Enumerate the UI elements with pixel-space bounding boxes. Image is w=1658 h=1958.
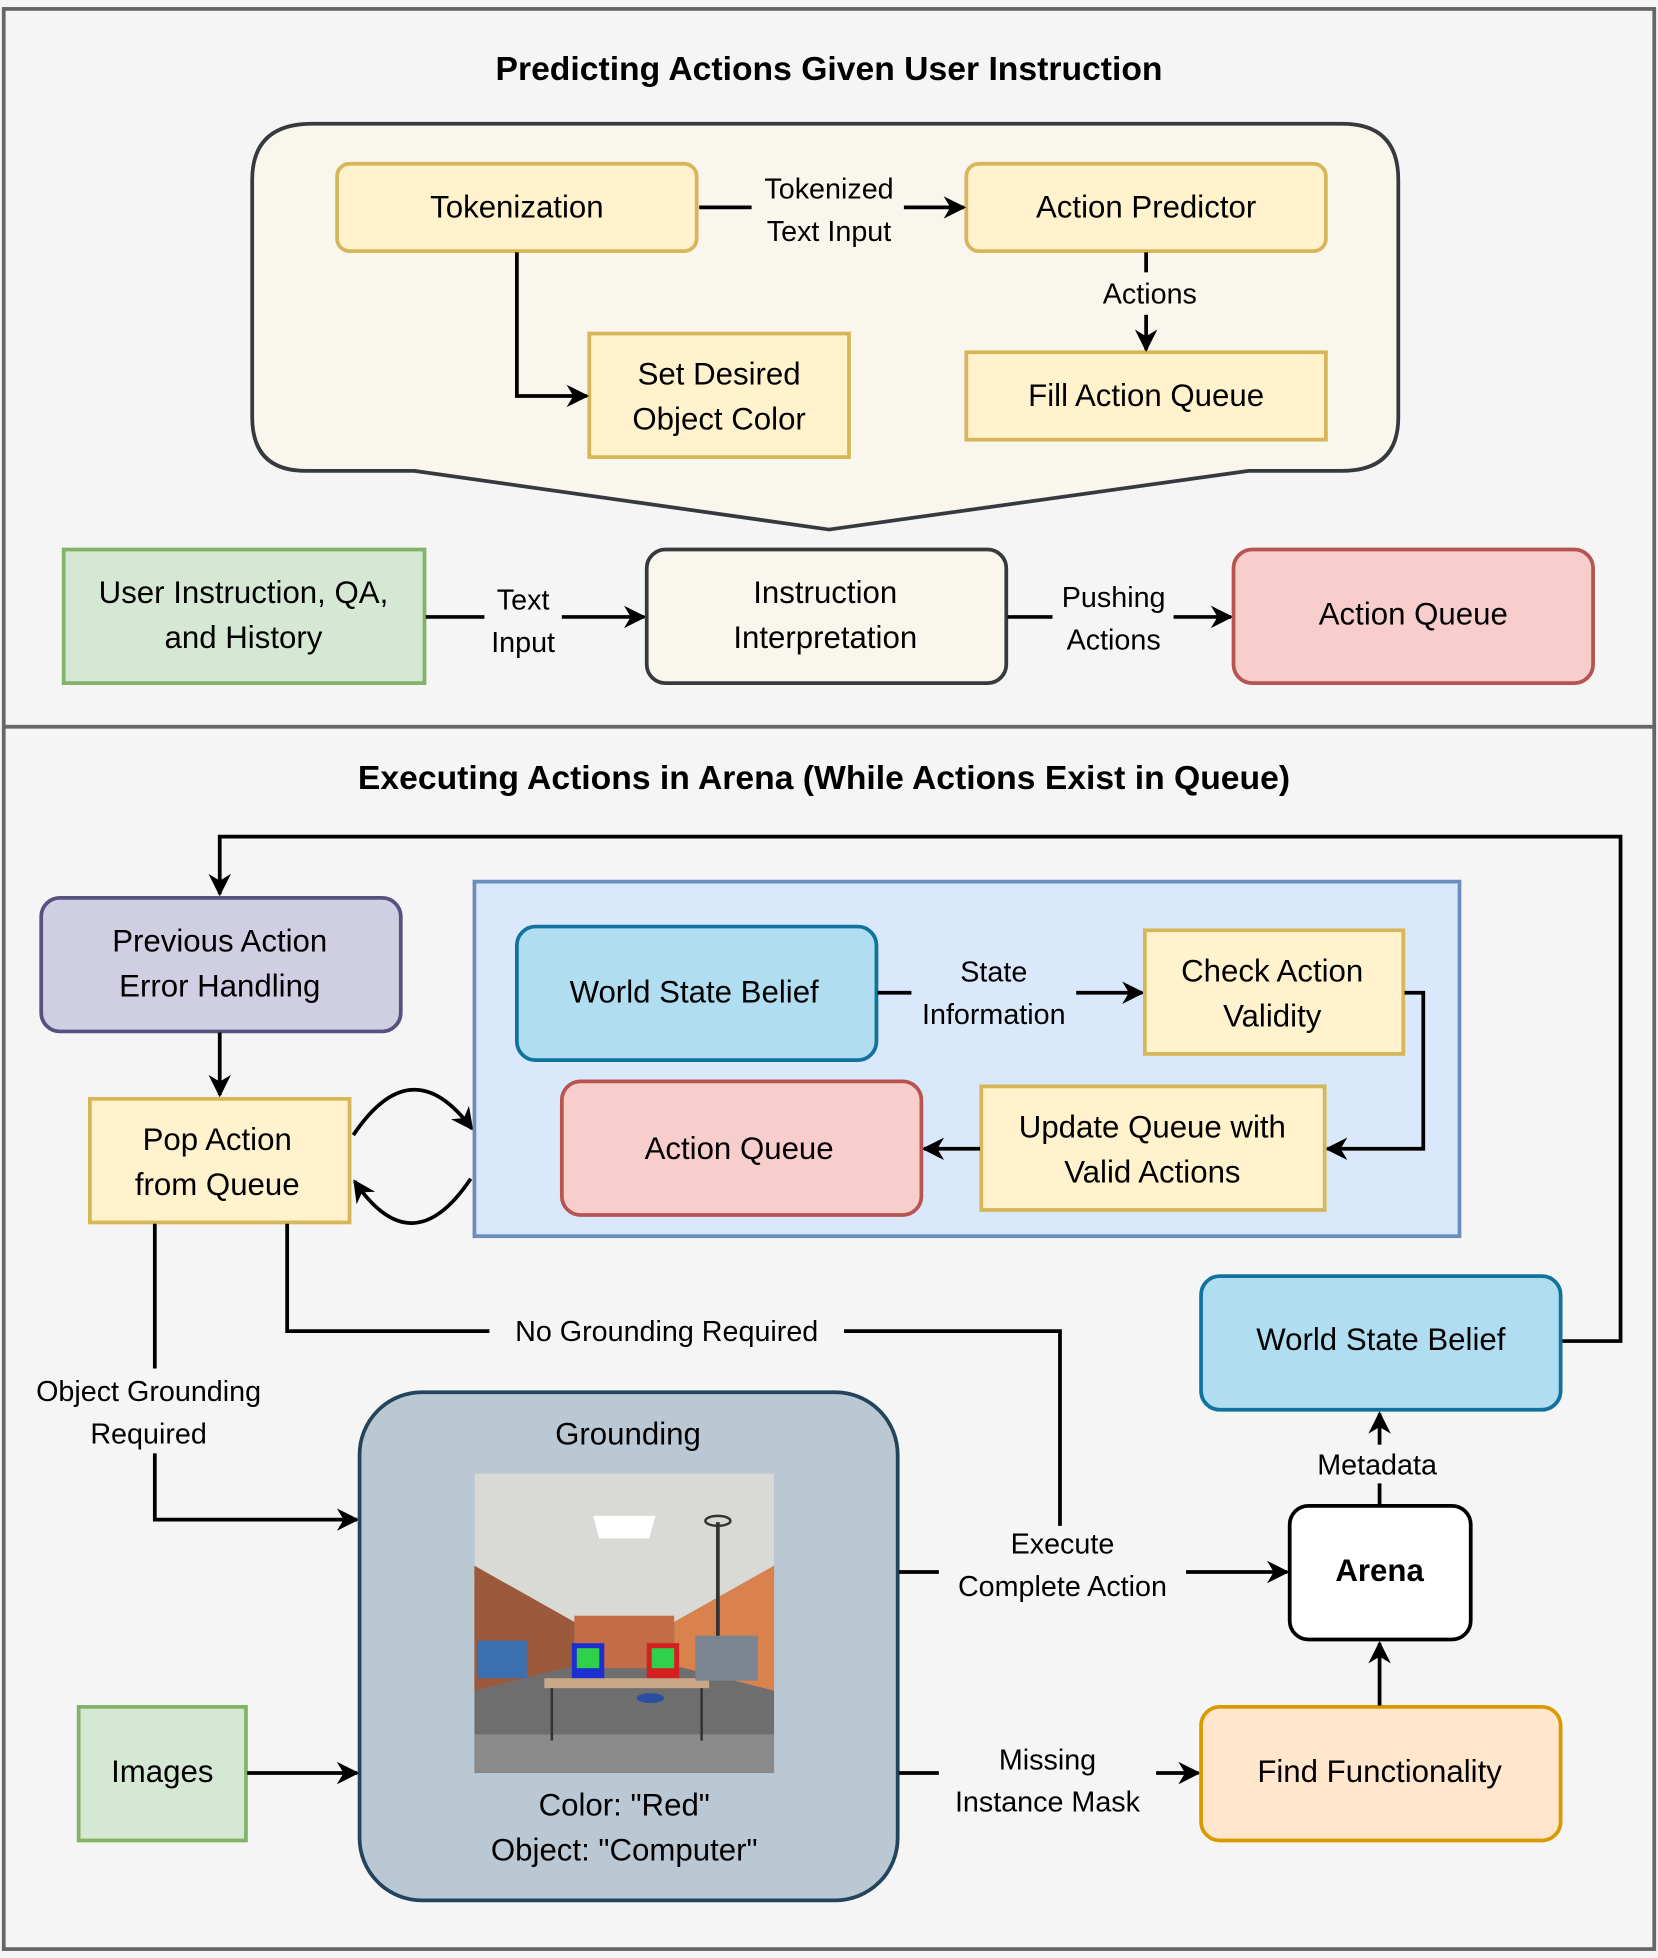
set-desired-color-node[interactable]: Set Desired Object Color xyxy=(587,331,851,460)
world-state-belief-outer-node[interactable]: World State Belief xyxy=(1199,1274,1563,1412)
missing-label-2: Instance Mask xyxy=(955,1787,1141,1819)
check-validity-node[interactable]: Check Action Validity xyxy=(1142,928,1406,1056)
world-state-outer-label: World State Belief xyxy=(1256,1322,1505,1357)
images-node[interactable]: Images xyxy=(76,1704,248,1843)
pushing-edge-label-1: Pushing xyxy=(1062,582,1166,614)
fill-queue-label: Fill Action Queue xyxy=(1028,378,1264,413)
grounding-node[interactable]: Grounding Color: "Red" Object: "Computer… xyxy=(357,1390,900,1903)
images-label: Images xyxy=(111,1754,213,1789)
bottom-section-title: Executing Actions in Arena (While Action… xyxy=(358,759,1290,797)
text-input-edge-label-2: Input xyxy=(491,627,555,659)
pop-action-node[interactable]: Pop Action from Queue xyxy=(88,1096,352,1225)
object-grounding-label-1: Object Grounding xyxy=(36,1376,261,1408)
action-queue-label: Action Queue xyxy=(1319,596,1508,631)
no-grounding-label: No Grounding Required xyxy=(515,1316,818,1348)
arena-scene-image xyxy=(474,1473,775,1774)
find-functionality-label: Find Functionality xyxy=(1257,1754,1502,1789)
pop-action-label-1: Pop Action xyxy=(143,1122,292,1157)
queue-to-pop-curve-edge xyxy=(353,1177,473,1225)
world-state-inner-label: World State Belief xyxy=(570,975,819,1010)
instruction-interpretation-label-2: Interpretation xyxy=(733,620,917,655)
update-queue-node[interactable]: Update Queue with Valid Actions xyxy=(979,1084,1327,1212)
no-grounding-edge-a xyxy=(285,1223,490,1333)
prev-error-label-2: Error Handling xyxy=(119,968,320,1003)
action-queue-inner-node[interactable]: Action Queue xyxy=(559,1079,924,1217)
instruction-interpretation-node[interactable]: Instruction Interpretation xyxy=(644,547,1009,685)
instruction-interpretation-label-1: Instruction xyxy=(753,575,897,610)
tokenization-to-color-edge xyxy=(515,252,590,408)
set-color-label-1: Set Desired xyxy=(638,357,801,392)
user-instruction-label-1: User Instruction, QA, xyxy=(99,575,389,610)
state-info-label-2: Information xyxy=(922,999,1066,1031)
update-queue-label-1: Update Queue with xyxy=(1019,1110,1286,1145)
check-validity-label-2: Validity xyxy=(1223,998,1322,1033)
user-instruction-node[interactable]: User Instruction, QA, and History xyxy=(61,547,427,685)
state-info-label-1: State xyxy=(960,956,1027,988)
action-queue-inner-label: Action Queue xyxy=(645,1131,834,1166)
object-grounding-edge-b xyxy=(152,1453,360,1531)
set-color-label-2: Object Color xyxy=(632,402,805,437)
tokenization-node[interactable]: Tokenization xyxy=(335,161,699,254)
execute-label-1: Execute xyxy=(1011,1528,1115,1560)
actions-edge-label: Actions xyxy=(1103,279,1197,311)
object-grounding-label-2: Required xyxy=(90,1418,206,1450)
pop-action-label-2: from Queue xyxy=(135,1167,300,1202)
check-validity-label-1: Check Action xyxy=(1181,953,1363,988)
no-grounding-edge-b xyxy=(843,1329,1062,1526)
arena-node[interactable]: Arena xyxy=(1287,1503,1473,1642)
execute-label-2: Complete Action xyxy=(958,1571,1167,1603)
update-queue-label-2: Valid Actions xyxy=(1064,1155,1240,1190)
validity-to-update-edge xyxy=(1324,990,1426,1161)
arena-label: Arena xyxy=(1335,1553,1424,1588)
pushing-edge-label-2: Actions xyxy=(1067,624,1161,656)
world-state-loop-edge xyxy=(208,834,1623,1343)
find-functionality-node[interactable]: Find Functionality xyxy=(1199,1704,1563,1843)
prev-error-label-1: Previous Action xyxy=(112,924,327,959)
previous-action-error-node[interactable]: Previous Action Error Handling xyxy=(39,895,403,1034)
grounding-object-label: Object: "Computer" xyxy=(491,1832,758,1867)
grounding-color-label: Color: "Red" xyxy=(539,1787,710,1822)
missing-label-1: Missing xyxy=(999,1744,1096,1776)
pop-to-queue-curve-edge xyxy=(351,1087,474,1137)
grounding-title: Grounding xyxy=(555,1417,701,1452)
tokenized-edge-label-1: Tokenized xyxy=(764,174,893,206)
user-instruction-label-2: and History xyxy=(165,620,323,655)
metadata-label: Metadata xyxy=(1317,1450,1437,1482)
top-section-title: Predicting Actions Given User Instructio… xyxy=(495,50,1162,88)
fill-action-queue-node[interactable]: Fill Action Queue xyxy=(964,350,1328,442)
tokenized-edge-label-2: Text Input xyxy=(767,216,891,248)
text-input-edge-label-1: Text xyxy=(497,584,550,616)
action-predictor-node[interactable]: Action Predictor xyxy=(964,161,1328,254)
tokenization-label: Tokenization xyxy=(430,189,603,224)
action-queue-node[interactable]: Action Queue xyxy=(1231,547,1595,685)
world-state-belief-inner-node[interactable]: World State Belief xyxy=(515,924,879,1063)
action-predictor-label: Action Predictor xyxy=(1036,189,1256,224)
